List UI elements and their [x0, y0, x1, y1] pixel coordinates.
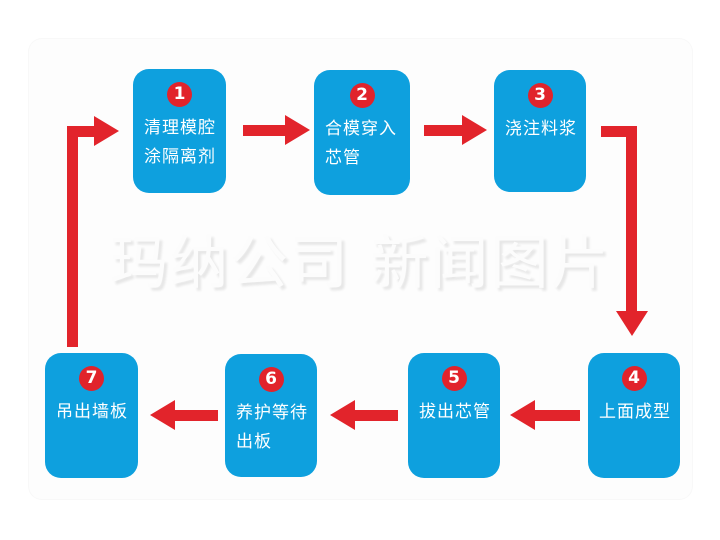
step-7-label-line-1: 吊出墙板 — [56, 402, 128, 422]
step-6-number-badge: 6 — [258, 367, 284, 392]
arrow-5-to-6-shaft — [354, 410, 398, 421]
arrow-left-icon — [510, 400, 535, 430]
arrow-4-to-5-shaft — [534, 410, 580, 421]
step-box-5: 5 拔出芯管 — [408, 353, 500, 478]
step-5-label-line-1: 拔出芯管 — [419, 402, 491, 422]
arrow-3-to-4-horizontal-shaft — [601, 126, 637, 137]
step-1-label-line-1: 清理模腔 — [144, 118, 216, 138]
step-7-number-badge: 7 — [79, 366, 104, 391]
arrow-6-to-7-shaft — [174, 410, 218, 421]
step-2-number-badge: 2 — [349, 83, 375, 108]
arrow-7-to-1-horizontal-shaft — [67, 126, 103, 137]
arrow-7-to-1-vertical-shaft — [67, 126, 78, 347]
step-2-label-line-1: 合模穿入 — [325, 119, 397, 139]
step-7-label: 吊出墙板 — [45, 398, 138, 427]
step-box-3: 3 浇注料浆 — [494, 70, 586, 192]
step-3-label-line-1: 浇注料浆 — [505, 119, 577, 139]
step-4-label: 上面成型 — [588, 398, 680, 427]
step-5-label: 拔出芯管 — [408, 398, 500, 427]
arrow-left-icon — [150, 400, 175, 430]
step-1-number-badge: 1 — [167, 82, 192, 107]
step-6-label-line-2: 出板 — [236, 432, 272, 452]
step-2-label: 合模穿入 芯管 — [314, 115, 410, 173]
step-1-label-line-2: 涂隔离剂 — [144, 147, 216, 167]
step-4-label-line-1: 上面成型 — [599, 402, 671, 422]
arrow-2-to-3-shaft — [424, 125, 463, 136]
arrow-3-to-4-vertical-shaft — [626, 126, 637, 312]
step-5-number-badge: 5 — [441, 366, 467, 391]
step-box-4: 4 上面成型 — [588, 353, 680, 478]
arrow-right-icon — [285, 115, 310, 145]
step-box-7: 7 吊出墙板 — [45, 353, 138, 478]
arrow-1-to-2-shaft — [243, 125, 286, 136]
arrow-right-icon — [462, 115, 487, 145]
step-2-label-line-2: 芯管 — [325, 148, 361, 168]
step-3-number-badge: 3 — [527, 83, 553, 108]
step-6-label-line-1: 养护等待 — [236, 403, 308, 423]
arrow-down-icon — [616, 311, 648, 336]
step-4-number-badge: 4 — [621, 366, 647, 391]
step-box-2: 2 合模穿入 芯管 — [314, 70, 410, 195]
step-3-label: 浇注料浆 — [494, 115, 586, 144]
arrow-left-icon — [330, 400, 355, 430]
arrow-right-icon — [94, 116, 119, 146]
step-box-6: 6 养护等待 出板 — [225, 354, 317, 477]
step-box-1: 1 清理模腔 涂隔离剂 — [133, 69, 226, 193]
step-1-label: 清理模腔 涂隔离剂 — [133, 114, 226, 172]
step-6-label: 养护等待 出板 — [225, 399, 317, 457]
